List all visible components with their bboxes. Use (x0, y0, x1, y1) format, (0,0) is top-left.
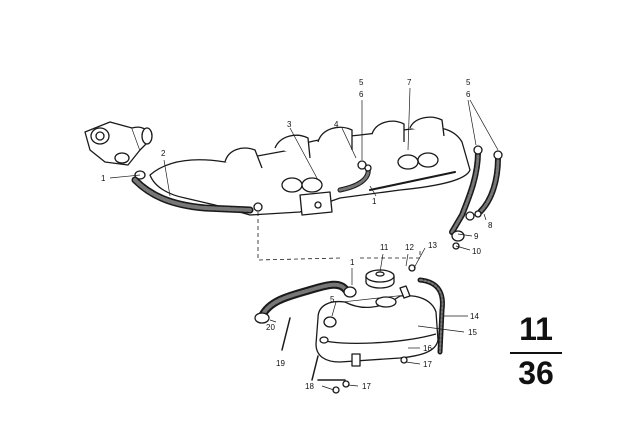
reference-number-bottom: 36 (518, 355, 554, 391)
expansion-tank (315, 285, 439, 367)
callout-label: 1 (372, 197, 377, 206)
callout-label: 3 (287, 120, 292, 129)
callout-label: 5 (466, 78, 471, 87)
callout-label: 6 (466, 90, 471, 99)
lower-hoses (254, 264, 445, 394)
callout-label: 17 (362, 382, 371, 391)
callout-label: 9 (474, 232, 479, 241)
callout-label: 1 (101, 174, 106, 183)
callout-label: 6 (359, 90, 364, 99)
callout-label: 13 (428, 241, 437, 250)
connection-dash-line (257, 212, 341, 261)
callout-label: 4 (334, 120, 339, 129)
connection-dash-line-2 (360, 250, 421, 259)
leader-lines-lower (269, 247, 468, 391)
callout-label: 17 (423, 360, 432, 369)
callout-label: 19 (276, 359, 285, 368)
callout-label: 14 (470, 312, 479, 321)
thermostat-housing (84, 121, 153, 180)
intake-manifold (149, 116, 471, 216)
callout-label: 8 (488, 221, 493, 230)
callout-label: 11 (380, 243, 389, 252)
callout-label: 2 (161, 149, 166, 158)
callout-label: 5 (359, 78, 364, 87)
callout-label: 7 (407, 78, 412, 87)
callout-label: 15 (468, 328, 477, 337)
callout-label: 16 (423, 344, 432, 353)
callout-label: 20 (266, 323, 275, 332)
manifold-hoses (131, 145, 503, 250)
leader-lines-upper (109, 87, 499, 251)
callout-label: 1 (350, 258, 355, 267)
reference-divider (510, 352, 562, 354)
callout-label: 10 (472, 247, 481, 256)
callout-label: 18 (305, 382, 314, 391)
callout-label: 12 (405, 243, 414, 252)
radiator-cap (365, 269, 395, 289)
callouts: 1 2 3 4 5 6 7 5 6 1 9 8 10 11 12 13 1 14… (101, 78, 493, 391)
reference-number-top: 11 (519, 311, 553, 347)
callout-label: 5 (330, 295, 335, 304)
